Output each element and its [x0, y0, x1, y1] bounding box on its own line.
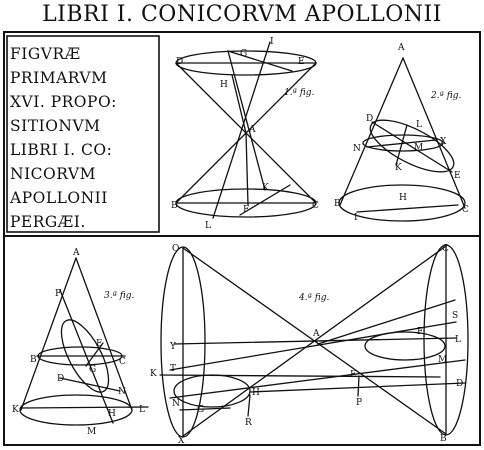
label-k: K: [12, 405, 19, 415]
label-y: Y: [169, 342, 177, 352]
right-section-ellipse: [364, 331, 446, 361]
label-a: A: [397, 43, 405, 53]
label-a: A: [248, 125, 256, 135]
label-l: L: [416, 120, 422, 130]
label-b: B: [334, 199, 341, 209]
fig1-caption: 1.ª fig.: [284, 88, 314, 98]
intro-line: LIBRI I. CO:: [10, 141, 113, 159]
right-ellipse: [423, 244, 469, 436]
figure-4: [159, 244, 469, 438]
label-c: C: [442, 244, 449, 254]
label-b: B: [30, 355, 37, 365]
intro-line: APOLLONII: [10, 189, 108, 207]
intro-line: FIGVRÆ: [10, 45, 81, 63]
label-x: X: [178, 436, 185, 446]
label-b: B: [440, 434, 447, 444]
label-m: M: [87, 427, 96, 437]
intro-line: NICORVM: [10, 165, 96, 183]
label-k: K: [262, 183, 269, 193]
figure-2-labels: A D L X N M K E H B C I 2.ª fig.: [334, 43, 469, 223]
label-h: H: [252, 388, 260, 398]
outer-frame: [3, 31, 481, 446]
figure-2: [338, 57, 466, 222]
label-l: L: [455, 335, 461, 345]
label-n: N: [172, 399, 180, 409]
label-i: I: [270, 37, 274, 47]
figure-4-labels: O C S Y A F L T M K D E N G H P R X B 4.…: [150, 244, 463, 446]
left-ellipse: [160, 246, 206, 438]
intro-line: XVI. PROPO:: [10, 93, 117, 111]
fig4-caption: 4.ª fig.: [298, 293, 329, 303]
figure-3: [19, 257, 149, 426]
label-d: D: [176, 57, 183, 67]
label-x: X: [440, 137, 447, 147]
label-c: C: [462, 205, 469, 215]
figure-3-labels: A F E B G C D N K H L M 3.ª fig.: [12, 248, 145, 437]
label-p: P: [356, 398, 362, 408]
label-h: H: [108, 409, 116, 419]
fig3-caption: 3.ª fig.: [104, 291, 134, 301]
label-l: L: [205, 221, 211, 231]
intro-text: FIGVRÆ PRIMARVM XVI. PROPO: SITIONVM LIB…: [10, 42, 160, 234]
intro-line: PRIMARVM: [10, 69, 108, 87]
intro-line: SITIONVM: [10, 117, 101, 135]
middle-circle: [362, 134, 444, 152]
label-l: L: [139, 405, 145, 415]
label-g: G: [89, 365, 96, 375]
label-k: K: [150, 369, 157, 379]
label-k: K: [395, 163, 402, 173]
label-b: B: [171, 201, 178, 211]
label-f: F: [243, 205, 249, 215]
label-n: N: [118, 387, 126, 397]
label-d: D: [456, 379, 463, 389]
left-section-ellipse: [173, 374, 251, 408]
label-e: E: [96, 339, 103, 349]
base-ellipse: [19, 394, 133, 426]
figure-1-labels: D G I E H A K F B C L 1.ª fig.: [171, 37, 319, 231]
label-c: C: [119, 357, 126, 367]
label-d: D: [57, 374, 64, 384]
label-n: N: [353, 144, 361, 154]
label-a: A: [72, 248, 80, 258]
label-d: D: [366, 114, 373, 124]
label-e: E: [350, 370, 357, 380]
label-h: H: [220, 80, 228, 90]
section-ellipse: [369, 119, 455, 173]
fig2-caption: 2.ª fig.: [430, 91, 461, 101]
label-e: E: [454, 171, 461, 181]
label-i: I: [354, 213, 358, 223]
label-c: C: [312, 201, 319, 211]
label-f: F: [417, 327, 423, 337]
label-s: S: [452, 311, 458, 321]
figure-1: [175, 41, 317, 219]
label-m: M: [438, 355, 447, 365]
base-ellipse: [338, 184, 466, 222]
label-g: G: [197, 405, 204, 415]
label-e: E: [298, 57, 305, 67]
label-t: T: [170, 364, 176, 374]
label-g: G: [240, 49, 247, 59]
label-m: M: [414, 143, 423, 153]
label-a: A: [312, 329, 320, 339]
label-o: O: [172, 244, 179, 254]
label-h: H: [399, 193, 407, 203]
label-f: F: [55, 289, 61, 299]
intro-frame: [6, 35, 160, 233]
plate-title: LIBRI I. CONICORVM APOLLONII: [42, 2, 442, 27]
label-r: R: [245, 418, 252, 428]
intro-line: PERGÆI.: [10, 213, 86, 231]
